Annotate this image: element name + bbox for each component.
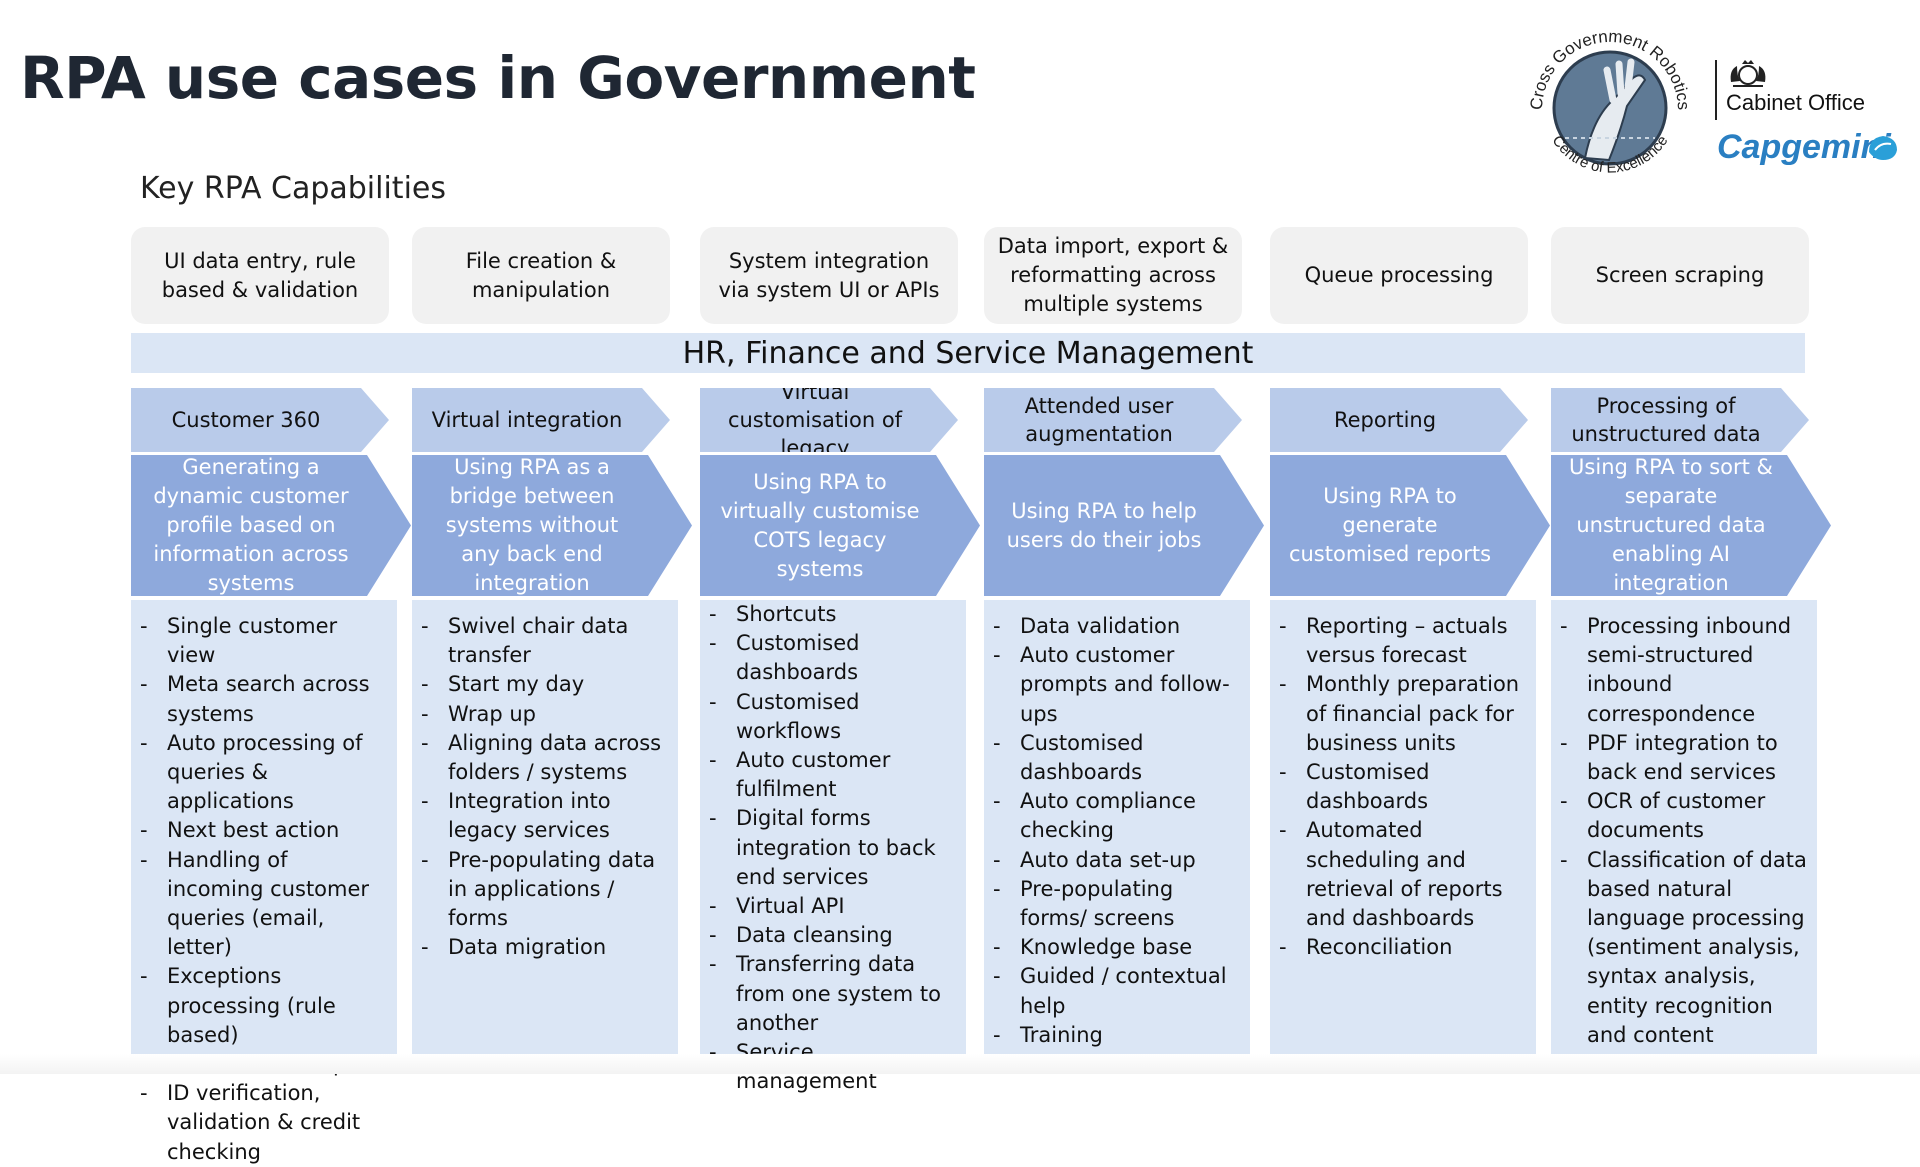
use-case-description: Using RPA to virtually customise COTS le… [700,455,980,596]
list-item: Meta search across systems [137,670,387,728]
list-item: Handling of incoming customer queries (e… [137,846,387,963]
list-item: Transferring data from one system to ano… [706,950,956,1038]
list-item: Auto customer prompts and follow-ups [990,641,1240,729]
list-item: Classification of data based natural lan… [1557,846,1807,1080]
use-case-list: Single customer view Meta search across … [131,600,397,1164]
list-item: OCR of customer documents [1557,787,1807,845]
domain-banner: HR, Finance and Service Management [131,333,1805,373]
use-case-description: Using RPA to generate customised reports [1270,455,1550,596]
list-item: Virtual API [706,892,956,921]
list-item: Digital forms integration to back end se… [706,804,956,892]
use-case-description: Generating a dynamic customer profile ba… [131,455,411,596]
list-item: Auto compliance checking [990,787,1240,845]
use-case-list: Shortcuts Customised dashboards Customis… [700,600,966,1093]
list-item: Guided / contextual help [990,962,1240,1020]
section-label: Key RPA Capabilities [140,171,446,206]
spade-icon [1869,136,1897,160]
list-item: Single customer view [137,612,387,670]
list-item: Reporting – actuals versus forecast [1276,612,1526,670]
list-item: Processing inbound semi-structured inbou… [1557,612,1807,729]
use-case-description: Using RPA as a bridge between systems wi… [412,455,692,596]
logo-group: Cross Government Robotics Centre of Exce… [1515,8,1897,198]
capgemini-wordmark: Capgemini [1717,128,1891,166]
list-item: Auto customer fulfilment [706,746,956,804]
list-item: Training [990,1021,1240,1050]
list-item: Next best action [137,816,387,845]
list-item: Customised dashboards [1276,758,1526,816]
capability-box: File creation & manipulation [412,227,670,324]
list-item: Reconciliation [1276,933,1526,962]
list-item: Wrap up [418,700,668,729]
capability-box: UI data entry, rule based & validation [131,227,389,324]
list-item: Data cleansing [706,921,956,950]
list-item: Data validation [990,612,1240,641]
list-item: Pre-populating data in applications / fo… [418,846,668,934]
list-item: Customised dashboards [990,729,1240,787]
use-case-list: Reporting – actuals versus forecast Mont… [1270,600,1536,1056]
list-item: Data migration [418,933,668,962]
use-case-list: Processing inbound semi-structured inbou… [1551,600,1817,1076]
list-item: Customised workflows [706,688,956,746]
capability-box: Queue processing [1270,227,1528,324]
list-item: Start my day [418,670,668,699]
use-case-title: Processing of unstructured data [1551,388,1809,452]
use-case-list: Data validation Auto customer prompts an… [984,600,1250,1056]
page-title: RPA use cases in Government [20,44,976,112]
use-case-title: Virtual customisation of legacy [700,388,958,452]
capability-box: Screen scraping [1551,227,1809,324]
use-case-description: Using RPA to sort & separate unstructure… [1551,455,1831,596]
royal-crest-icon [1730,60,1766,87]
capability-box: Data import, export & reformatting acros… [984,227,1242,324]
bottom-fade [0,1054,1920,1074]
list-item: Knowledge base [990,933,1240,962]
list-item: Monthly preparation of financial pack fo… [1276,670,1526,758]
use-case-title: Customer 360 [131,388,389,452]
list-item: Customised dashboards [706,629,956,687]
use-case-title: Attended user augmentation [984,388,1242,452]
logo-divider [1715,60,1717,120]
list-item: Auto processing of queries & application… [137,729,387,817]
list-item: Exceptions processing (rule based) [137,962,387,1050]
list-item: Swivel chair data transfer [418,612,668,670]
list-item: Pre-populating forms/ screens [990,875,1240,933]
use-case-description: Using RPA to help users do their jobs [984,455,1264,596]
list-item: ID verification, validation & credit che… [137,1079,387,1167]
capability-box: System integration via system UI or APIs [700,227,958,324]
robot-hand-icon: Cross Government Robotics Centre of Exce… [1527,27,1693,177]
list-item: Auto data set-up [990,846,1240,875]
list-item: Automated scheduling and retrieval of re… [1276,816,1526,933]
list-item: Aligning data across folders / systems [418,729,668,787]
use-case-title: Virtual integration [412,388,670,452]
list-item: Integration into legacy services [418,787,668,845]
list-item: Shortcuts [706,600,956,629]
use-case-list: Swivel chair data transfer Start my day … [412,600,678,1056]
list-item: PDF integration to back end services [1557,729,1807,787]
use-case-title: Reporting [1270,388,1528,452]
cabinet-office-text: Cabinet Office [1726,90,1866,115]
